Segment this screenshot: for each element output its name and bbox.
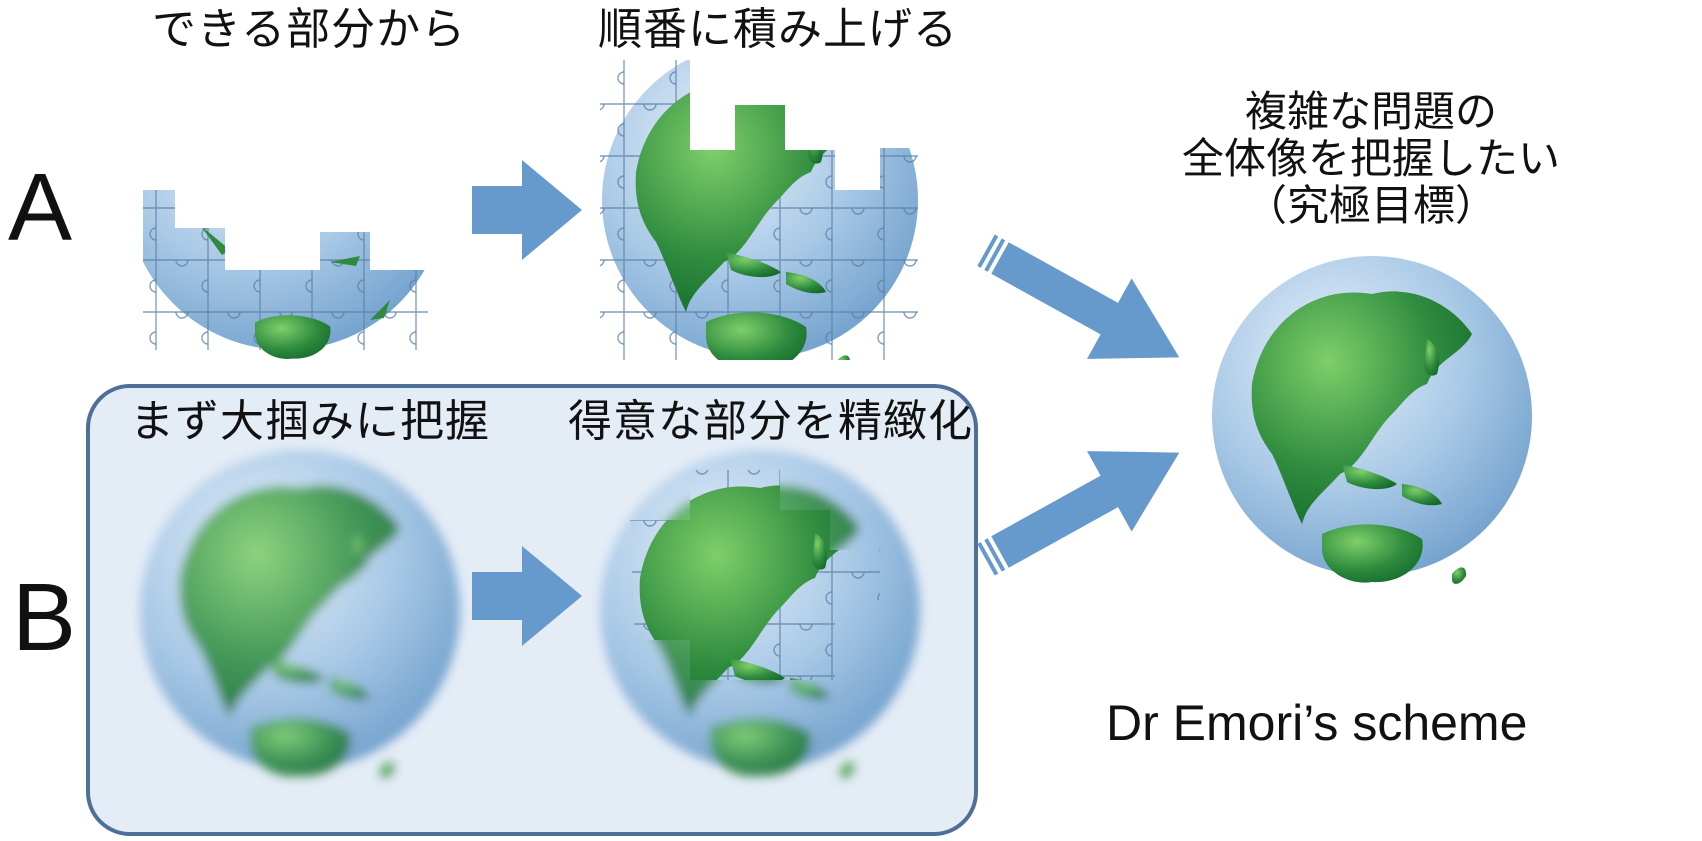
- row-a-step1-caption: できる部分から: [152, 4, 467, 55]
- complete-globe: [1212, 256, 1532, 584]
- row-b-step1-caption: まず大掴みに把握: [130, 396, 490, 447]
- row-b-label: B: [12, 564, 77, 671]
- row-a-label: A: [8, 154, 73, 261]
- row-b-step2-caption: 得意な部分を精緻化: [568, 396, 973, 447]
- blurred-globe-b1: [140, 450, 460, 778]
- goal-line-1: 複雑な問題の: [1244, 87, 1497, 136]
- goal-text: 複雑な問題の 全体像を把握したい （究極目標）: [1176, 88, 1566, 229]
- row-a-step2-caption: 順番に積み上げる: [598, 4, 958, 55]
- diagonal-arrow-icon-b: [977, 451, 1180, 576]
- goal-line-2: 全体像を把握したい: [1181, 134, 1560, 184]
- credit-text: Dr Emori’s scheme: [1106, 695, 1528, 751]
- blurred-globe-b2: [600, 450, 920, 778]
- right-arrow-icon-a: [472, 160, 582, 260]
- right-arrow-icon-b: [472, 546, 582, 646]
- diagonal-arrow-icon-a: [977, 234, 1180, 359]
- goal-line-3: （究極目標）: [1244, 181, 1497, 231]
- partial-globe-a1: [143, 190, 428, 359]
- partial-globe-a2: [600, 60, 918, 360]
